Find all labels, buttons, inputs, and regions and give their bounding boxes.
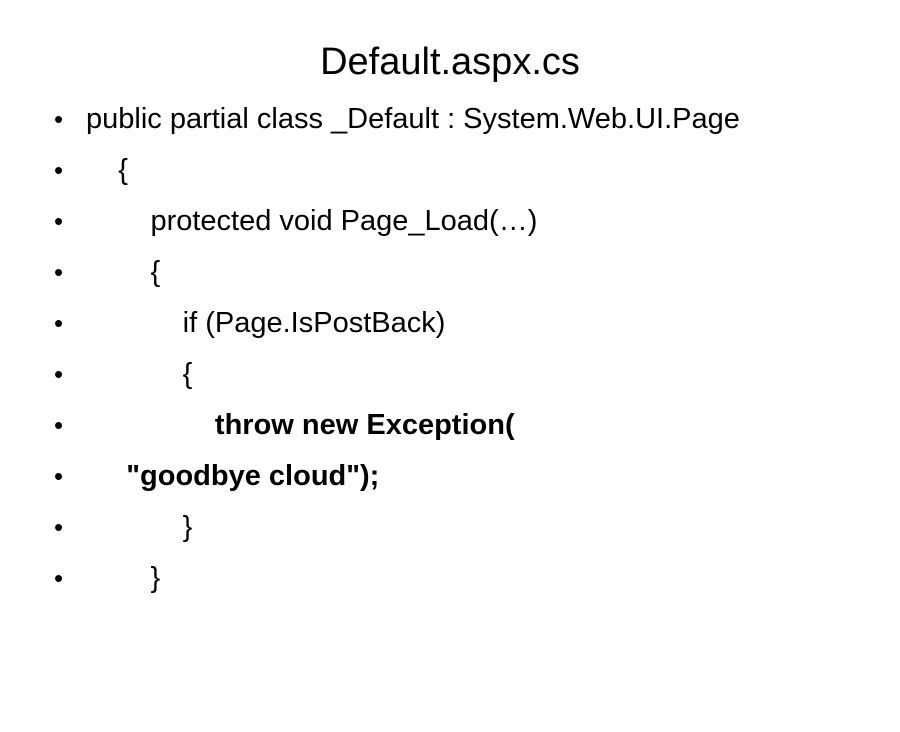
code-line-text-bold: "goodbye cloud"); xyxy=(86,460,380,492)
code-line: • if (Page.IsPostBack) xyxy=(52,301,892,352)
code-line-text: } xyxy=(86,562,161,594)
code-line: • { xyxy=(52,250,892,301)
code-line-text: { xyxy=(86,256,161,288)
bullet-icon: • xyxy=(54,206,64,236)
code-bullet-list: • public partial class _Default : System… xyxy=(52,97,892,607)
code-line: • throw new Exception( xyxy=(52,403,892,454)
code-line-text: { xyxy=(86,358,193,390)
bullet-icon: • xyxy=(54,563,64,593)
bullet-icon: • xyxy=(54,104,64,134)
slide: Default.aspx.cs • public partial class _… xyxy=(52,41,892,607)
code-line: • "goodbye cloud"); xyxy=(52,454,892,505)
slide-title: Default.aspx.cs xyxy=(320,41,580,83)
code-line: • } xyxy=(52,505,892,556)
code-line-text-bold: throw new Exception( xyxy=(86,409,515,441)
code-line: • protected void Page_Load(…) xyxy=(52,199,892,250)
code-line-text: } xyxy=(86,511,193,543)
bullet-icon: • xyxy=(54,359,64,389)
code-line: • { xyxy=(52,148,892,199)
bullet-icon: • xyxy=(54,512,64,542)
code-line: • public partial class _Default : System… xyxy=(52,97,892,148)
bullet-icon: • xyxy=(54,461,64,491)
bullet-icon: • xyxy=(54,410,64,440)
bullet-icon: • xyxy=(54,308,64,338)
code-line: • } xyxy=(52,556,892,607)
code-line-text: public partial class _Default : System.W… xyxy=(86,103,740,135)
bullet-icon: • xyxy=(54,257,64,287)
code-line: • { xyxy=(52,352,892,403)
code-line-text: if (Page.IsPostBack) xyxy=(86,307,446,339)
bullet-icon: • xyxy=(54,155,64,185)
code-line-text: protected void Page_Load(…) xyxy=(86,205,538,237)
code-line-text: { xyxy=(86,154,128,186)
